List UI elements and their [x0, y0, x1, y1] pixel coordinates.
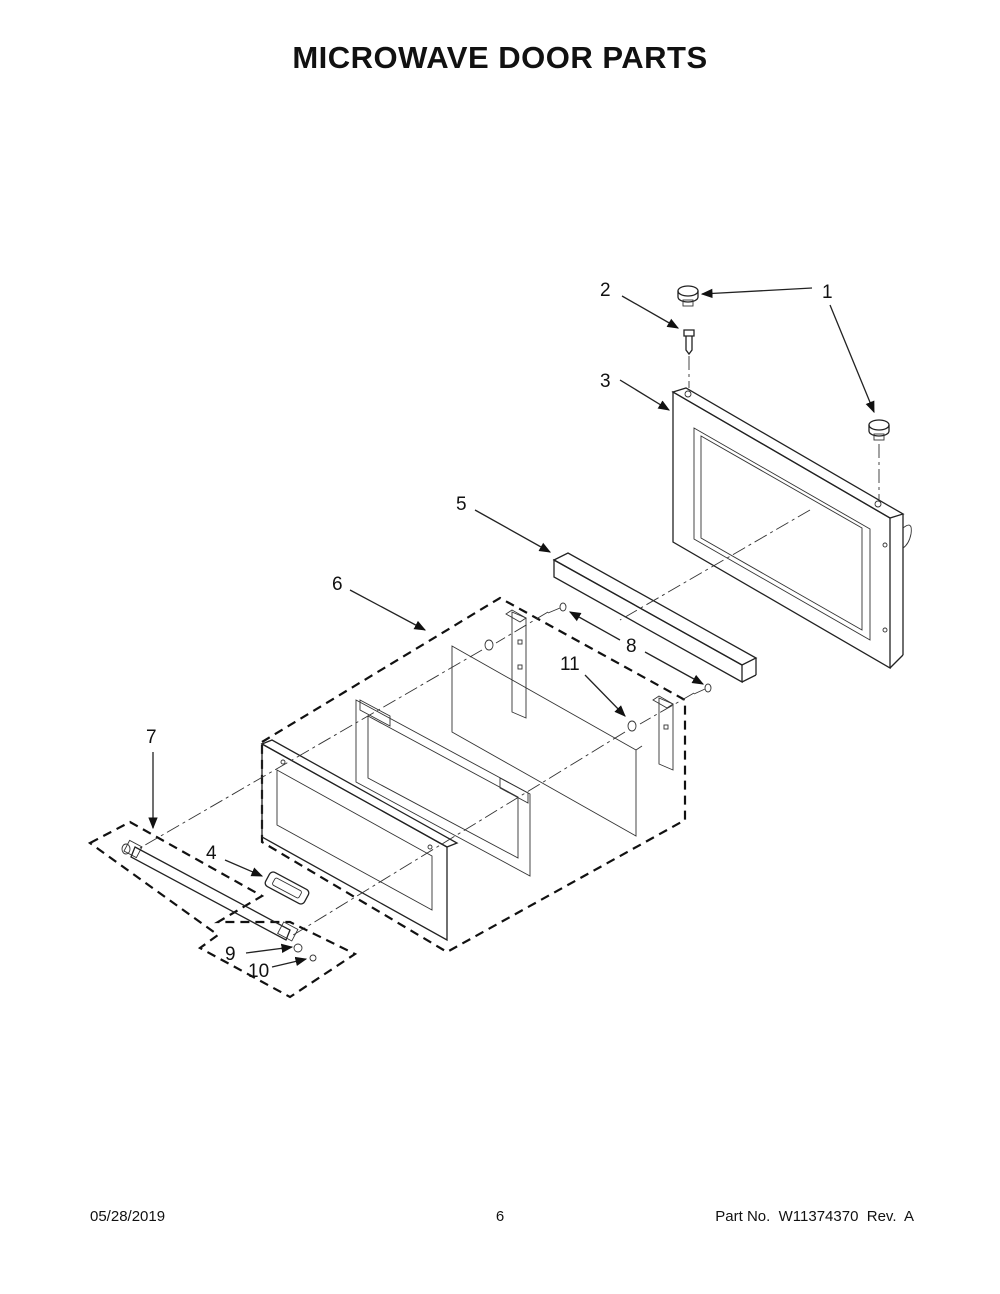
washer-11-part-right — [627, 720, 637, 732]
footer-date: 05/28/2019 — [90, 1208, 166, 1225]
screw-8-part — [547, 602, 567, 614]
door-cap-part — [677, 285, 699, 307]
spacer-9-part — [293, 943, 303, 953]
inner-door-assembly-group — [260, 596, 687, 954]
callout-9: 9 — [225, 944, 236, 965]
callout-1: 1 — [822, 282, 833, 303]
callout-4: 4 — [206, 843, 217, 864]
footer-part-number: Part No. W11374370 Rev. A — [715, 1208, 914, 1225]
choke-frame-part — [355, 699, 531, 877]
callout-2: 2 — [600, 280, 611, 301]
choke-bar-part — [552, 552, 758, 684]
callout-3: 3 — [600, 371, 611, 392]
handle-group — [87, 820, 358, 999]
inner-glass-part — [451, 645, 637, 837]
outer-door-frame-part — [671, 387, 912, 670]
callout-6: 6 — [332, 574, 343, 595]
leader-arrows — [148, 287, 875, 968]
hinge-bracket-part — [505, 609, 527, 719]
washer-11-part — [484, 639, 494, 651]
callout-11: 11 — [560, 654, 580, 675]
screw-10-part — [309, 954, 317, 962]
screw-8-part-right — [693, 683, 712, 695]
callout-10: 10 — [248, 961, 269, 982]
outer-glass-panel-part — [260, 739, 459, 942]
door-cap-part-right — [868, 419, 890, 441]
hinge-bracket-part-right — [652, 695, 674, 771]
handle-cover-part — [264, 871, 310, 905]
footer-page-number: 6 — [495, 1208, 505, 1225]
page-title: MICROWAVE DOOR PARTS — [292, 40, 708, 75]
callout-7: 7 — [146, 727, 157, 748]
handle-part — [121, 839, 299, 942]
callout-5: 5 — [456, 494, 467, 515]
screw-part — [683, 329, 695, 356]
callout-8: 8 — [626, 636, 637, 657]
